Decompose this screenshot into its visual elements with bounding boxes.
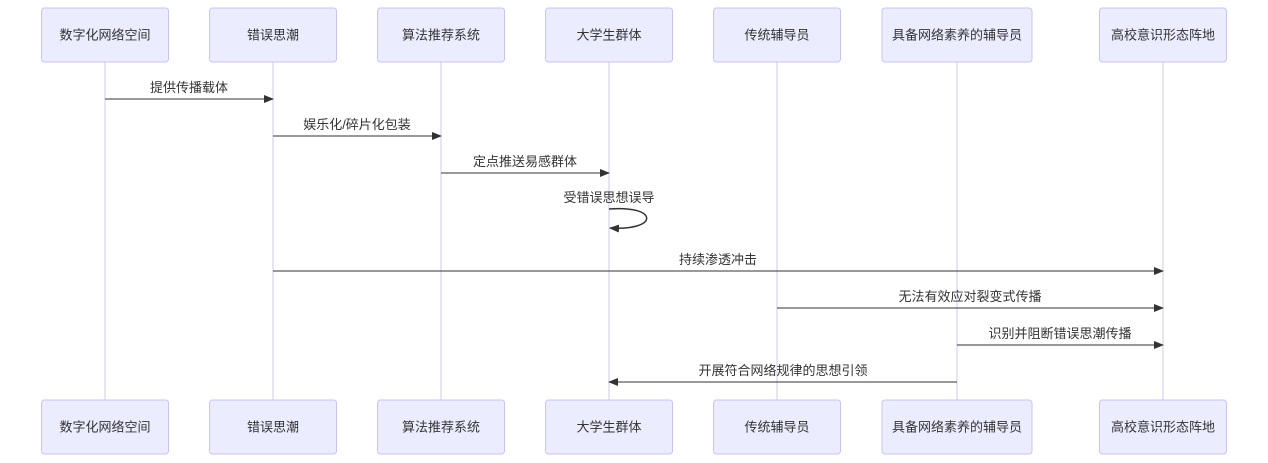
message-label: 持续渗透冲击 [679,252,757,267]
participant-box [713,7,841,63]
participant-box [377,7,505,63]
participant-label: 具备网络素养的辅导员 [892,28,1022,43]
participant-label: 大学生群体 [576,420,641,435]
participant-trend-bottom: 错误思潮 [209,399,337,455]
message-label: 娱乐化/碎片化包装 [303,117,411,132]
message-5: 无法有效应对裂变式传播 [777,289,1164,312]
participants-bottom: 数字化网络空间 错误思潮 算法推荐系统 大学生群体 传统辅导员 具备网络素养的辅导员 高校意… [41,399,1227,455]
participant-label: 高校意识形态阵地 [1111,420,1215,435]
participant-counselor-top: 传统辅导员 [713,7,841,63]
participant-label: 算法推荐系统 [402,420,480,435]
participant-box [209,7,337,63]
participant-position-bottom: 高校意识形态阵地 [1099,399,1227,455]
participant-box [1099,7,1227,63]
message-6: 识别并阻断错误思潮传播 [957,326,1164,349]
participant-label: 高校意识形态阵地 [1111,28,1215,43]
message-2: 定点推送易感群体 [441,154,610,177]
participant-label: 错误思潮 [247,28,299,43]
participant-trend-top: 错误思潮 [209,7,337,63]
participant-label: 传统辅导员 [744,420,809,435]
participant-box [41,7,169,63]
message-3: 受错误思想误导 [563,190,655,233]
participant-label: 算法推荐系统 [402,28,480,43]
participant-label: 数字化网络空间 [59,28,150,43]
participant-label: 数字化网络空间 [59,420,150,435]
participant-students-bottom: 大学生群体 [545,399,673,455]
participant-box [713,399,841,455]
participant-space-top: 数字化网络空间 [41,7,169,63]
message-label: 无法有效应对裂变式传播 [898,289,1041,304]
participant-position-top: 高校意识形态阵地 [1099,7,1227,63]
participant-box [377,399,505,455]
participant-box [41,399,169,455]
message-label: 提供传播载体 [150,80,228,95]
participant-students-top: 大学生群体 [545,7,673,63]
message-label: 识别并阻断错误思潮传播 [988,326,1131,341]
message-label: 定点推送易感群体 [473,154,577,169]
message-1: 娱乐化/碎片化包装 [273,117,442,140]
participant-box [545,7,673,63]
message-4: 持续渗透冲击 [273,252,1164,275]
participant-space-bottom: 数字化网络空间 [41,399,169,455]
message-0: 提供传播载体 [105,80,274,103]
participants-top: 数字化网络空间 错误思潮 算法推荐系统 大学生群体 传统辅导员 具备网络素养的辅导员 高校意… [41,7,1227,63]
participant-box [881,7,1033,63]
participant-algo-bottom: 算法推荐系统 [377,399,505,455]
participant-label: 错误思潮 [247,420,299,435]
self-message-arrow [608,207,648,233]
participant-box [1099,399,1227,455]
participant-literate-top: 具备网络素养的辅导员 [881,7,1033,63]
message-label: 开展符合网络规律的思想引领 [698,363,867,378]
messages: 提供传播载体娱乐化/碎片化包装定点推送易感群体受错误思想误导持续渗透冲击无法有效… [105,80,1164,386]
participant-label: 具备网络素养的辅导员 [892,420,1022,435]
participant-literate-bottom: 具备网络素养的辅导员 [881,399,1033,455]
lifelines [104,62,1164,400]
participant-counselor-bottom: 传统辅导员 [713,399,841,455]
participant-label: 大学生群体 [576,28,641,43]
participant-box [881,399,1033,455]
participant-box [545,399,673,455]
participant-algo-top: 算法推荐系统 [377,7,505,63]
participant-label: 传统辅导员 [744,28,809,43]
participant-box [209,399,337,455]
message-7: 开展符合网络规律的思想引领 [608,363,957,386]
message-label: 受错误思想误导 [563,190,654,205]
